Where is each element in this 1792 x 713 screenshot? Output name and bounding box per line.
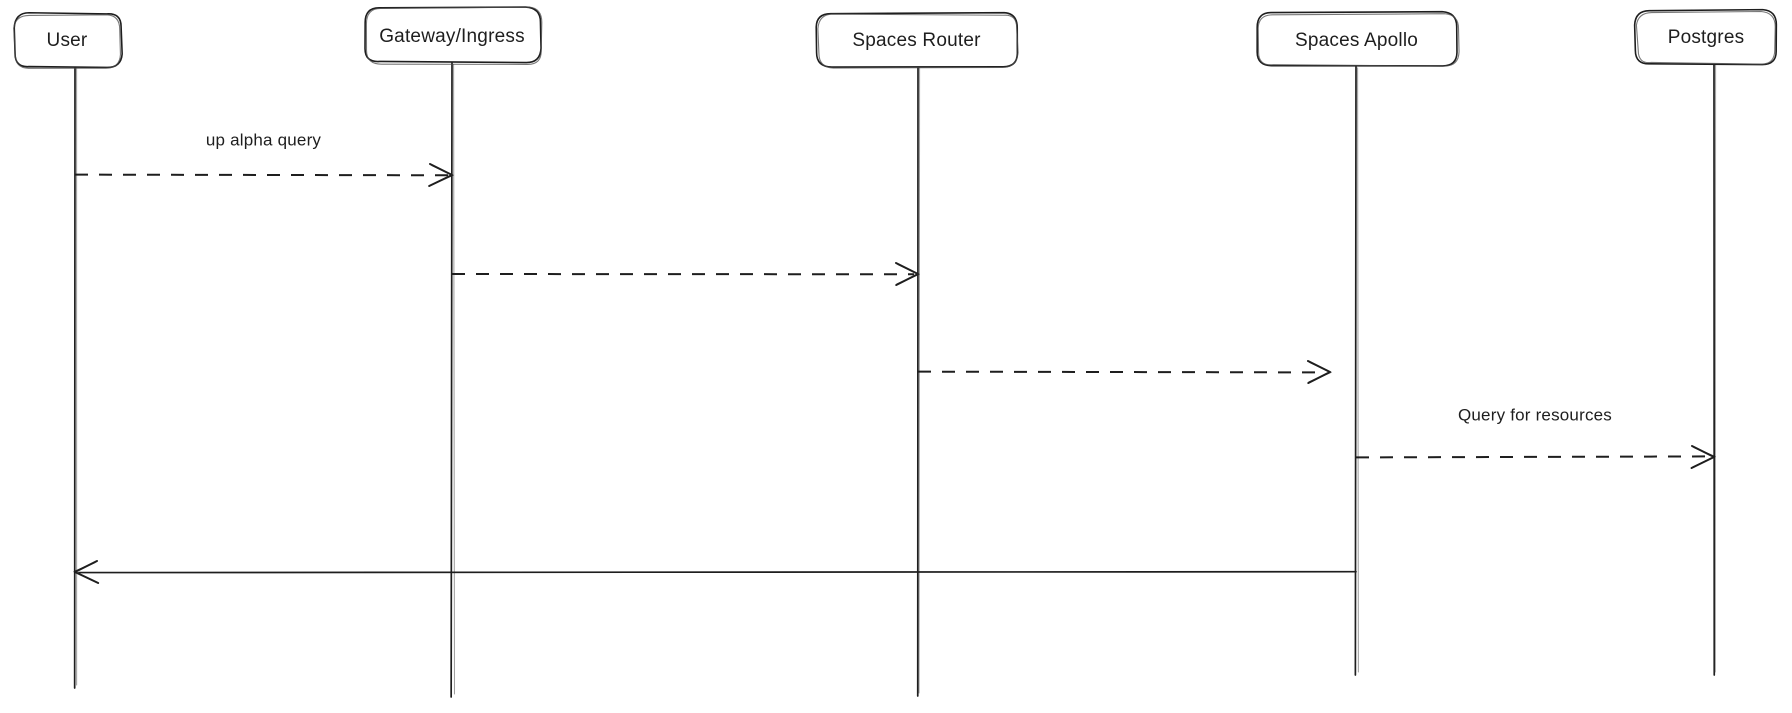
message-msg-5[interactable] xyxy=(73,560,1357,584)
lifeline-gateway xyxy=(450,62,455,698)
message-line[interactable] xyxy=(78,570,1357,574)
participant-label: Spaces Router xyxy=(852,30,981,51)
arrowhead-sketch-overlay xyxy=(73,561,97,583)
lifeline-user xyxy=(73,66,78,689)
message-msg-4[interactable]: Query for resources xyxy=(1355,405,1716,469)
lifeline-spaces-router xyxy=(916,66,921,697)
arrowhead-sketch-overlay xyxy=(896,263,920,285)
message-msg-2[interactable] xyxy=(451,262,920,286)
message-msg-1[interactable]: up alpha query xyxy=(74,130,454,187)
participant-box[interactable] xyxy=(815,11,1019,68)
participant-label: User xyxy=(47,30,88,51)
arrowhead xyxy=(895,262,919,286)
lifeline-stroke xyxy=(450,62,453,698)
message-label: Query for resources xyxy=(1458,405,1612,424)
participant-label: Gateway/Ingress xyxy=(379,26,525,47)
arrowhead-sketch-overlay xyxy=(1308,361,1332,383)
participant-box[interactable] xyxy=(364,6,542,64)
message-label: up alpha query xyxy=(206,130,322,149)
participant-label: Spaces Apollo xyxy=(1295,30,1418,51)
participant-user[interactable]: User xyxy=(13,11,123,69)
lifelines-layer xyxy=(73,62,1717,698)
message-line[interactable] xyxy=(1355,455,1711,459)
participant-box-sketch-overlay xyxy=(817,13,1019,69)
lifeline-postgres xyxy=(1713,62,1717,676)
arrowhead-sketch-overlay xyxy=(1692,446,1716,468)
message-line[interactable] xyxy=(917,370,1327,374)
lifeline-ghost-stroke xyxy=(918,66,921,694)
participant-box-sketch-overlay xyxy=(1635,10,1776,65)
lifeline-ghost-stroke xyxy=(453,63,455,695)
message-line[interactable] xyxy=(74,173,449,177)
lifeline-ghost-stroke xyxy=(1357,67,1359,673)
lifeline-stroke xyxy=(1354,66,1357,676)
participant-box-sketch-overlay xyxy=(1257,13,1460,67)
arrowhead-sketch-overlay xyxy=(430,164,454,186)
participant-spaces-router[interactable]: Spaces Router xyxy=(815,11,1019,69)
participant-box-sketch-overlay xyxy=(365,6,543,65)
participant-spaces-apollo[interactable]: Spaces Apollo xyxy=(1256,10,1460,67)
participant-gateway[interactable]: Gateway/Ingress xyxy=(364,6,543,65)
participant-box-sketch-overlay xyxy=(13,14,121,69)
lifeline-spaces-apollo xyxy=(1354,66,1359,676)
participant-label: Postgres xyxy=(1668,27,1745,48)
message-msg-3[interactable] xyxy=(917,360,1332,384)
participants-layer: User Gateway/Ingress Spaces Router Spaces A… xyxy=(13,6,1778,69)
participant-postgres[interactable]: Postgres xyxy=(1633,8,1778,66)
